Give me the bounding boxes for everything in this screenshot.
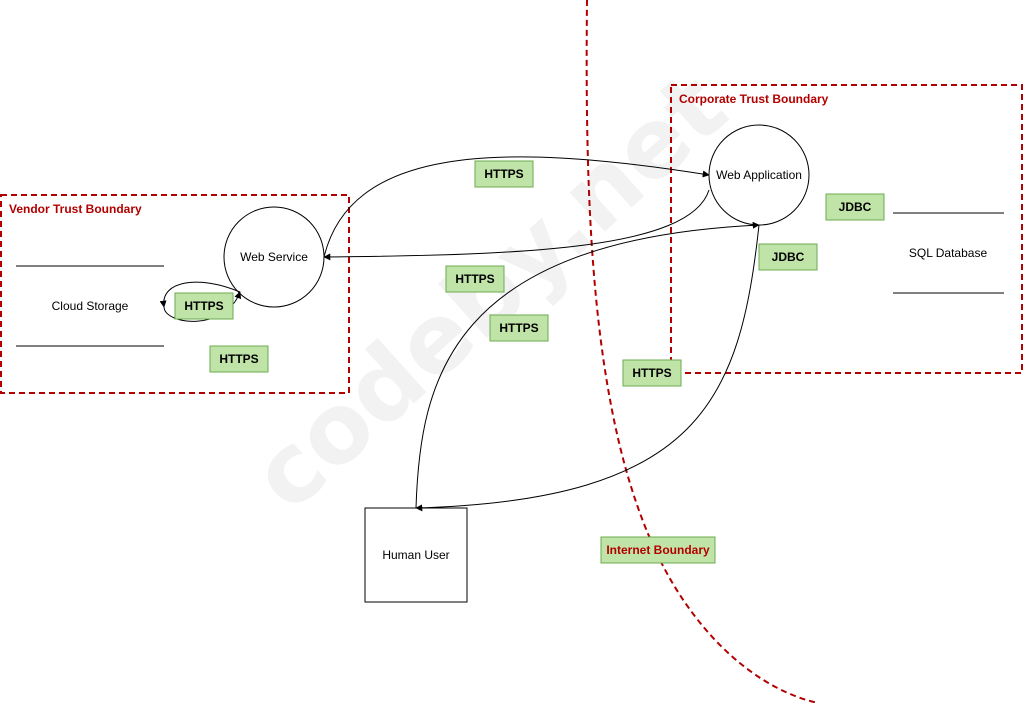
web-service-label: Web Service [240,250,308,264]
flow-label-text: HTTPS [484,167,523,181]
corporate-trust-boundary [670,84,1023,374]
flow-label-jdbc-db: JDBC [825,193,885,221]
human-user-node[interactable] [364,507,468,603]
flow-label-https-vendor-loop: HTTPS [174,292,234,320]
flow-label-https-middle: HTTPS [489,314,549,342]
human-user-label: Human User [382,548,449,562]
flow-label-https-left: HTTPS [445,265,505,293]
corporate-boundary-label: Corporate Trust Boundary [679,92,829,106]
flow-label-text: HTTPS [219,352,258,366]
flow-label-https-right: HTTPS [622,359,682,387]
flow-label-text: JDBC [839,200,872,214]
flow-label-box [474,160,534,188]
flow-label-jdbc-app: JDBC [758,243,818,271]
flow-label-text: HTTPS [184,299,223,313]
flow-label-text: JDBC [772,250,805,264]
vendor-trust-boundary [0,194,350,394]
internet-boundary-label-box [600,536,716,564]
flow-label-box [758,243,818,271]
flow-web-service-to-cloud-storage[interactable] [159,281,241,308]
cloud-storage-label: Cloud Storage [52,299,129,313]
sql-database-label: SQL Database [909,246,988,260]
flow-label-https-vendor: HTTPS [209,345,269,373]
flow-label-box [825,193,885,221]
flow-label-https-top: HTTPS [474,160,534,188]
flow-label-text: HTTPS [455,272,494,286]
flow-web-service-to-web-application[interactable] [323,156,710,258]
flow-web-application-to-human-user[interactable] [415,224,760,512]
internet-boundary-line [585,0,819,703]
flow-label-box [209,345,269,373]
web-application-label: Web Application [716,168,802,182]
vendor-boundary-label: Vendor Trust Boundary [9,202,142,216]
flow-label-box [622,359,682,387]
flow-label-box [489,314,549,342]
flow-label-box [174,292,234,320]
flow-label-text: HTTPS [632,366,671,380]
internet-boundary-label-text: Internet Boundary [606,543,710,557]
flow-label-box [445,265,505,293]
flow-label-text: HTTPS [499,321,538,335]
internet-boundary-label: Internet Boundary [600,536,716,564]
flow-web-application-to-web-service[interactable] [323,189,710,261]
flow-human-user-to-web-application[interactable] [415,221,760,509]
